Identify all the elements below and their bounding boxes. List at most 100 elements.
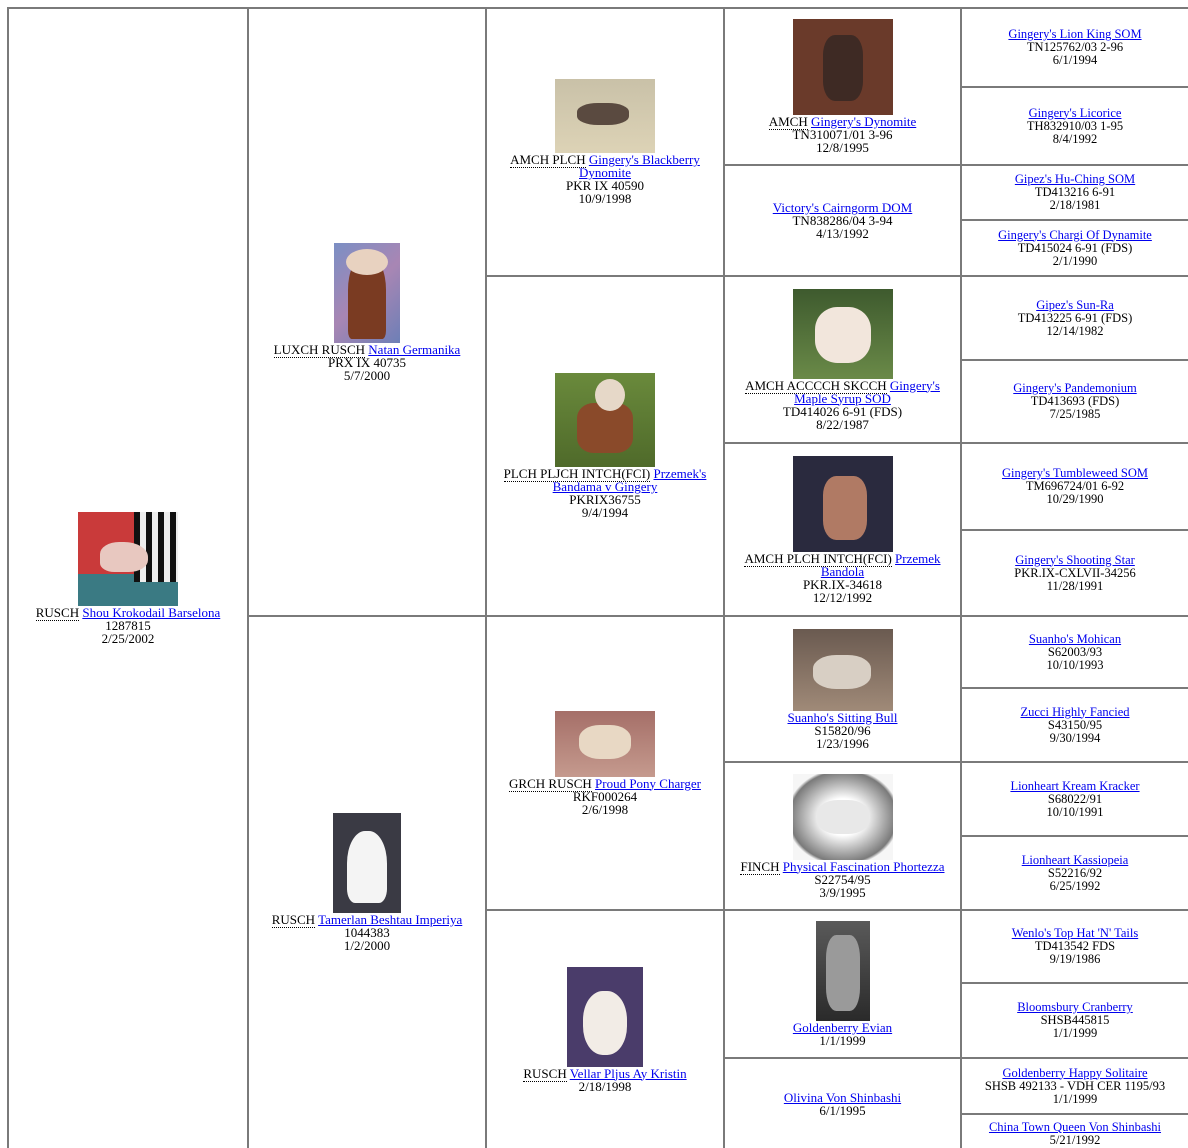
pedigree-cell-gen3: AMCH Gingery's Dynomite TN310071/01 3-96… <box>723 7 960 164</box>
birth-date: 3/9/1995 <box>819 884 866 900</box>
dog-name-link[interactable]: Bloomsbury Cranberry <box>1017 1000 1133 1014</box>
dog-name-link[interactable]: Gingery's Shooting Star <box>1015 552 1135 567</box>
reg-number: SHSB 492133 - VDH CER 1195/93 <box>984 1078 1166 1093</box>
pedigree-cell-gen4: Lionheart Kream Kracker S68022/91 10/10/… <box>960 761 1188 835</box>
dog-name-link[interactable]: Victory's Cairngorm DOM <box>772 200 913 215</box>
pedigree-cell-gen2: GRCH RUSCH Proud Pony Charger RKF000264 … <box>485 615 723 909</box>
pedigree-cell-dam: RUSCH Tamerlan Beshtau Imperiya 1044383 … <box>247 615 485 1148</box>
dog-photo[interactable] <box>792 455 893 552</box>
dog-name-link[interactable]: Gingery's Pandemonium <box>1013 381 1137 395</box>
dog-photo[interactable] <box>333 813 401 913</box>
dog-photo[interactable] <box>78 512 178 606</box>
birth-date: 6/1/1994 <box>1052 53 1098 67</box>
birth-date: 1/1/1999 <box>1052 1091 1098 1106</box>
dog-name-link[interactable]: Olivina Von Shinbashi <box>783 1089 902 1105</box>
pedigree-cell-gen3: Olivina Von Shinbashi 6/1/1995 <box>723 1057 960 1148</box>
dog-name-link[interactable]: Lionheart Kream Kracker <box>1010 778 1140 793</box>
dog-name-link[interactable]: Goldenberry Happy Solitaire <box>1002 1065 1148 1080</box>
dog-name-link[interactable]: Proud Pony Charger <box>595 775 701 791</box>
title-abbr: AMCH ACCCCH SKCCH <box>745 377 887 394</box>
dog-name-link[interactable]: Wenlo's Top Hat 'N' Tails <box>1011 926 1139 940</box>
birth-date: 10/10/1993 <box>1046 657 1104 672</box>
birth-date: 10/9/1998 <box>578 191 632 206</box>
dog-name-link[interactable]: Shou Krokodail Barselona <box>82 605 221 620</box>
birth-date: 5/21/1992 <box>1049 1133 1101 1147</box>
reg-number: S15820/96 <box>814 722 871 738</box>
dog-photo[interactable] <box>555 79 655 153</box>
dog-photo[interactable] <box>815 921 870 1021</box>
dog-photo[interactable] <box>792 19 893 115</box>
dog-name-link[interactable]: Gingery's Chargi Of Dynamite <box>998 227 1152 242</box>
pedigree-cell-gen2: PLCH PLJCH INTCH(FCI) Przemek's Bandama … <box>485 275 723 615</box>
reg-number: S22754/95 <box>814 871 871 887</box>
birth-date: 9/30/1994 <box>1049 730 1101 745</box>
birth-date: 2/18/1981 <box>1049 198 1101 212</box>
reg-number: TM696724/01 6-92 <box>1025 479 1125 493</box>
dog-name-link[interactable]: Gipez's Hu-Ching SOM <box>1014 172 1136 186</box>
dog-photo[interactable] <box>567 966 643 1067</box>
dog-name-link[interactable]: Gingery's Dynomite <box>811 114 917 129</box>
reg-number: S62003/93 <box>1047 644 1103 659</box>
pedigree-cell-gen3: Victory's Cairngorm DOM TN838286/04 3-94… <box>723 164 960 275</box>
pedigree-cell-gen4: Gipez's Sun-Ra TD413225 6-91 (FDS) 12/14… <box>960 275 1188 359</box>
title-abbr: RUSCH <box>523 1065 567 1082</box>
dog-photo[interactable] <box>555 710 655 777</box>
pedigree-cell-gen4: Suanho's Mohican S62003/93 10/10/1993 <box>960 615 1188 687</box>
dog-name-link[interactable]: Przemek's Bandama v Gingery <box>552 466 707 494</box>
dog-name-link[interactable]: China Town Queen Von Shinbashi <box>988 1120 1162 1134</box>
dog-name-link[interactable]: Lionheart Kassiopeia <box>1021 852 1129 867</box>
pedigree-cell-sire: LUXCH RUSCH Natan Germanika PRX IX 40735… <box>247 7 485 615</box>
dog-name-link[interactable]: Gingery's Lion King SOM <box>1008 27 1142 41</box>
reg-number: 1287815 <box>105 618 151 633</box>
dog-name-link[interactable]: Suanho's Mohican <box>1028 631 1122 646</box>
dog-name-link[interactable]: Gingery's Blackberry Dynomite <box>579 152 700 180</box>
dog-name-link[interactable]: Vellar Pljus Ay Kristin <box>569 1065 687 1081</box>
title-abbr: GRCH RUSCH <box>509 775 592 792</box>
dog-photo[interactable] <box>555 373 655 467</box>
dog-name-link[interactable]: Gingery's Maple Syrup SOD <box>794 377 940 406</box>
reg-number: TN310071/01 3-96 <box>792 127 893 142</box>
birth-date: 2/18/1998 <box>578 1078 632 1094</box>
dog-name-link[interactable]: Natan Germanika <box>368 341 461 357</box>
pedigree-cell-gen4: Gingery's Pandemonium TD413693 (FDS) 7/2… <box>960 359 1188 442</box>
dog-name-link[interactable]: Physical Fascination Phortezza <box>782 858 945 874</box>
reg-number: PKRIX36755 <box>569 492 641 507</box>
birth-date: 8/22/1987 <box>816 416 869 432</box>
dog-name-link[interactable]: Przemek Bandola <box>820 550 941 579</box>
pedigree-cell-gen2: AMCH PLCH Gingery's Blackberry Dynomite … <box>485 7 723 275</box>
birth-date: 8/4/1992 <box>1052 131 1098 146</box>
birth-date: 1/1/1999 <box>1052 1026 1098 1040</box>
birth-date: 7/25/1985 <box>1049 407 1101 421</box>
dog-name-link[interactable]: Tamerlan Beshtau Imperiya <box>318 912 463 927</box>
dog-name-link[interactable]: Gingery's Licorice <box>1028 105 1122 120</box>
birth-date: 9/4/1994 <box>581 505 629 520</box>
pedigree-cell-gen4: Gipez's Hu-Ching SOM TD413216 6-91 2/18/… <box>960 164 1188 219</box>
birth-date: 1/23/1996 <box>816 735 869 751</box>
reg-number: RKF000264 <box>572 788 638 804</box>
title-abbr: PLCH PLJCH INTCH(FCI) <box>503 466 651 482</box>
dog-photo[interactable] <box>792 773 893 860</box>
pedigree-cell-gen4: Gingery's Lion King SOM TN125762/03 2-96… <box>960 7 1188 86</box>
dog-photo[interactable] <box>792 628 893 711</box>
pedigree-cell-gen3: AMCH PLCH INTCH(FCI) Przemek Bandola PKR… <box>723 442 960 615</box>
birth-date: 9/19/1986 <box>1049 952 1101 966</box>
dog-name-link[interactable]: Gipez's Sun-Ra <box>1036 297 1114 312</box>
dog-photo[interactable] <box>792 288 893 379</box>
reg-number: PKR.IX-34618 <box>802 576 883 592</box>
birth-date: 1/2/2000 <box>343 938 391 953</box>
pedigree-cell-gen4: Gingery's Licorice TH832910/03 1-95 8/4/… <box>960 86 1188 164</box>
birth-date: 6/1/1995 <box>819 1102 866 1118</box>
dog-name-link[interactable]: Gingery's Tumbleweed SOM <box>1001 466 1148 480</box>
birth-date: 11/28/1991 <box>1046 578 1104 593</box>
dog-name-link[interactable]: Zucci Highly Fancied <box>1020 704 1130 719</box>
reg-number: TN125762/03 2-96 <box>1026 40 1124 54</box>
dog-name-link[interactable]: Goldenberry Evian <box>792 1020 893 1035</box>
birth-date: 4/13/1992 <box>816 226 869 241</box>
pedigree-cell-subject: RUSCH Shou Krokodail Barselona 1287815 2… <box>7 7 247 1148</box>
reg-number: TH832910/03 1-95 <box>1026 118 1124 133</box>
dog-name-link[interactable]: Suanho's Sitting Bull <box>787 709 898 725</box>
dog-photo[interactable] <box>334 242 400 343</box>
pedigree-cell-gen4: Wenlo's Top Hat 'N' Tails TD413542 FDS 9… <box>960 909 1188 982</box>
reg-number: TD413216 6-91 <box>1034 185 1116 199</box>
reg-number: TD414026 6-91 (FDS) <box>782 403 903 419</box>
